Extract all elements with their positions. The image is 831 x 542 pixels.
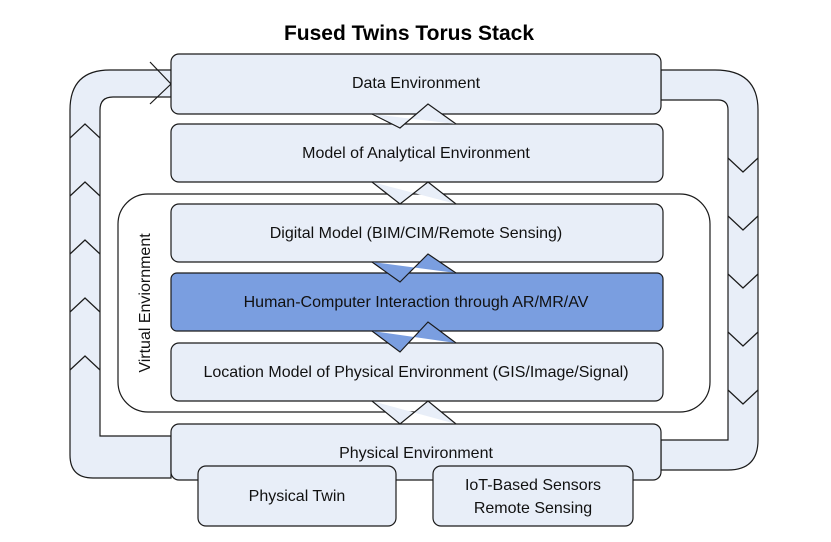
virtual-environment-label: Virtual Enviornment [137, 233, 154, 373]
physical-twin-box [197, 465, 397, 527]
analytical-model-label: Model of Analytical Environment [302, 145, 530, 162]
hci-box [170, 272, 664, 332]
physical-environment-label: Physical Environment [339, 445, 493, 462]
iot-sensors-box [432, 465, 634, 527]
connector-analytical-digital [371, 181, 457, 205]
connector-hci-location [371, 321, 457, 353]
location-model-box [170, 342, 664, 402]
right-loop-arrow [660, 69, 759, 471]
layer-connectors [371, 103, 457, 425]
connector-data-analytical [371, 103, 457, 129]
connector-digital-hci [371, 253, 457, 283]
left-loop-chevrons [69, 123, 101, 371]
connector-location-physical [371, 400, 457, 425]
right-loop-chevrons [727, 157, 759, 405]
left-loop-arrow [69, 69, 172, 479]
digital-model-box [170, 203, 664, 263]
diagram-title: Fused Twins Torus Stack [284, 22, 534, 45]
data-environment-label: Data Environment [352, 75, 481, 92]
physical-twin-label: Physical Twin [249, 488, 346, 505]
location-model-label: Location Model of Physical Environment (… [203, 364, 628, 381]
hci-label: Human-Computer Interaction through AR/MR… [244, 294, 589, 311]
iot-sensors-label-line1: IoT-Based Sensors [465, 477, 601, 494]
analytical-model-box [170, 123, 664, 183]
digital-model-label: Digital Model (BIM/CIM/Remote Sensing) [270, 225, 563, 242]
iot-sensors-label-line2: Remote Sensing [474, 500, 592, 517]
